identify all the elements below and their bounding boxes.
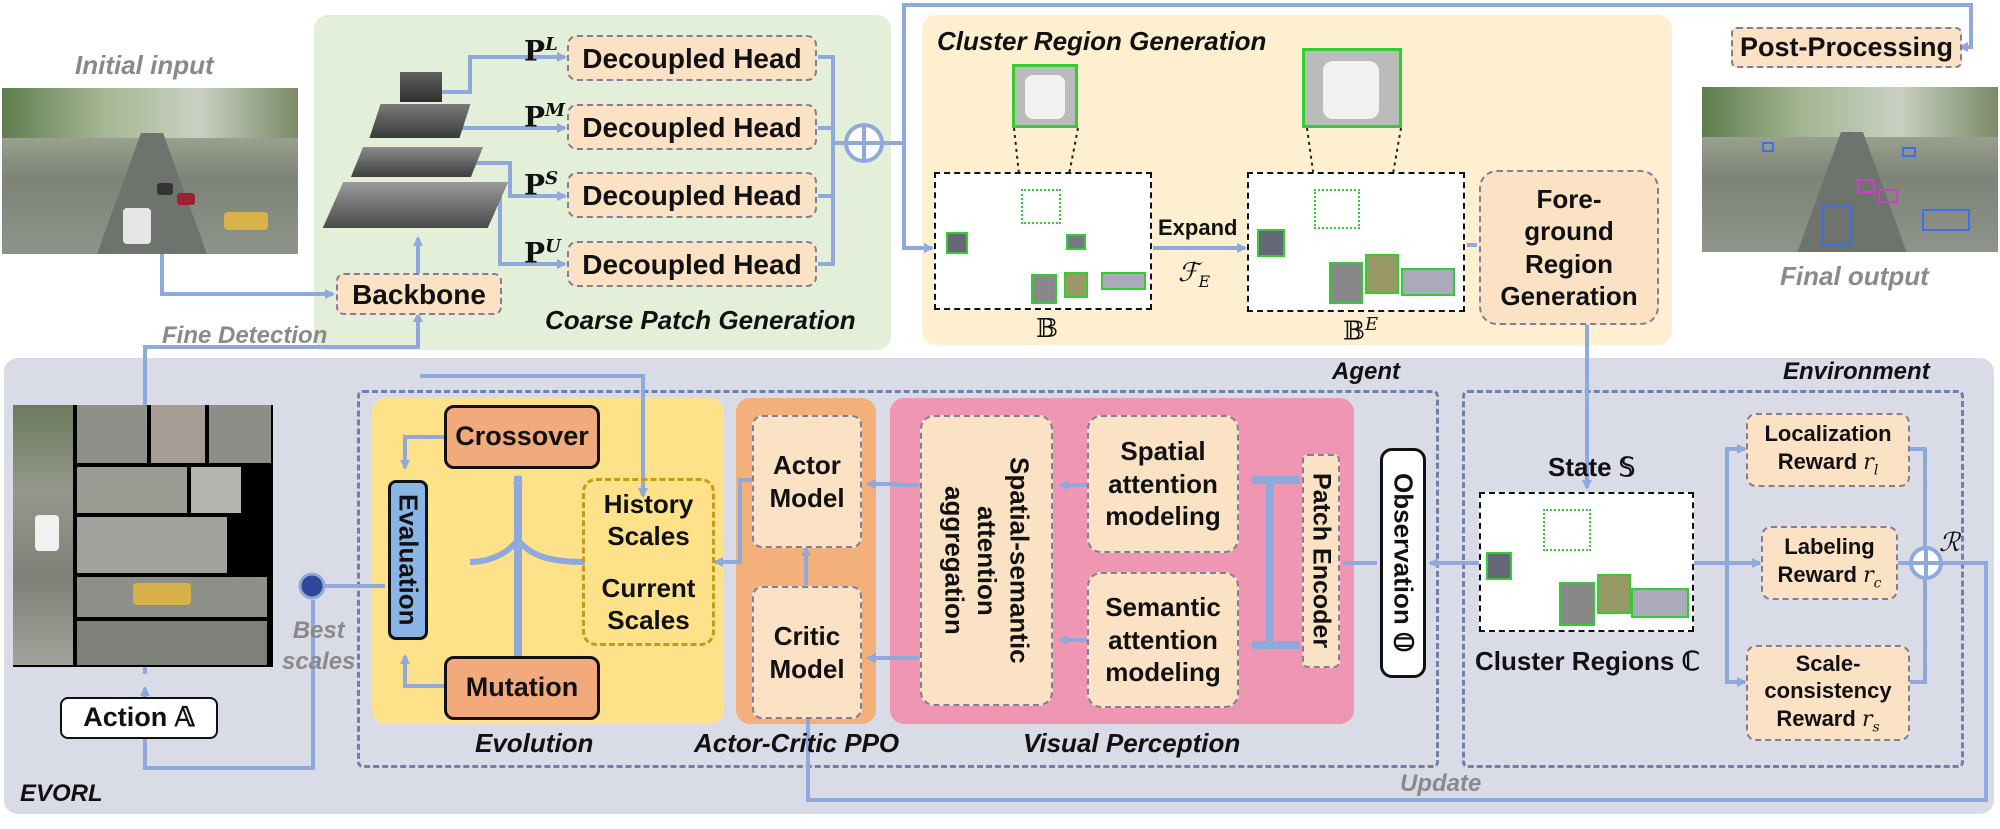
mutation-box: Mutation — [444, 656, 600, 720]
cluster-b-map — [934, 172, 1152, 310]
scale-consistency-reward-box: Scale- consistency Reward rs — [1746, 645, 1910, 741]
aggregation-box: Spatial-semantic attention aggregation — [920, 415, 1053, 706]
decoupled-head-s: Decoupled Head — [567, 172, 817, 218]
update-label: Update — [1400, 770, 1482, 797]
evorl-label: EVORL — [20, 780, 103, 807]
cluster-be-symbol: 𝔹E — [1343, 314, 1379, 347]
post-processing-box: Post-Processing — [1731, 27, 1962, 68]
evaluation-box: Evaluation — [388, 480, 428, 640]
agent-label: Agent — [1332, 358, 1400, 385]
patch-encoder-box: Patch Encoder — [1302, 454, 1340, 668]
labeling-reward-box: Labeling Reward rc — [1761, 526, 1898, 600]
agent-frame — [357, 390, 1439, 768]
foreground-region-box: Fore- ground Region Generation — [1479, 170, 1659, 325]
fine-detection-label: Fine Detection — [162, 322, 328, 349]
coarse-patch-title: Coarse Patch Generation — [545, 305, 856, 335]
actor-model-box: Actor Model — [752, 415, 862, 548]
action-box: Action 𝔸 — [60, 697, 218, 739]
crossover-box: Crossover — [444, 405, 600, 469]
pyramid-label-u: PU — [524, 236, 561, 270]
patch-mosaic-image — [13, 405, 273, 667]
spatial-attention-box: Spatial attention modeling — [1087, 415, 1239, 553]
environment-frame — [1462, 390, 1964, 768]
semantic-attention-box: Semantic attention modeling — [1087, 572, 1239, 708]
visual-perception-title: Visual Perception — [1023, 728, 1241, 758]
observation-box: Observation 𝕆 — [1380, 448, 1426, 678]
scales-box — [582, 478, 715, 646]
localization-reward-box: Localization Reward rl — [1746, 413, 1910, 487]
reward-plus-icon — [1909, 546, 1943, 580]
initial-input-label: Initial input — [75, 50, 214, 80]
feature-pyramid — [315, 62, 515, 242]
cluster-region-title: Cluster Region Generation — [937, 26, 1267, 56]
cluster-regions-label: Cluster Regions ℂ — [1475, 646, 1700, 676]
critic-model-box: Critic Model — [752, 586, 862, 719]
expand-operator: ℱE — [1178, 258, 1211, 292]
initial-input-image — [2, 88, 298, 254]
expand-label: Expand — [1158, 215, 1238, 240]
final-output-label: Final output — [1780, 261, 1929, 291]
evolution-title: Evolution — [475, 728, 594, 758]
expanded-zoom-patch — [1302, 48, 1402, 128]
decoupled-head-l: Decoupled Head — [567, 35, 817, 81]
backbone-box: Backbone — [336, 273, 502, 315]
best-scales-node — [298, 572, 326, 600]
current-scales-label: Current Scales — [601, 572, 696, 636]
decoupled-head-m: Decoupled Head — [567, 104, 817, 150]
ppo-title: Actor-Critic PPO — [694, 728, 900, 758]
cluster-regions-map — [1479, 492, 1694, 632]
cluster-be-map — [1247, 172, 1465, 312]
history-scales-label: History Scales — [603, 488, 694, 552]
pyramid-label-m: PM — [524, 100, 565, 134]
pyramid-label-s: PS — [524, 168, 559, 202]
cluster-zoom-patch — [1012, 64, 1078, 128]
best-scales-label: Best scales — [282, 617, 356, 676]
cluster-b-symbol: 𝔹 — [1036, 314, 1058, 344]
final-output-image — [1702, 87, 1998, 252]
environment-label: Environment — [1783, 358, 1930, 385]
decoupled-head-u: Decoupled Head — [567, 241, 817, 287]
merge-plus-icon — [844, 123, 884, 163]
reward-sum-symbol: ℛ — [1939, 528, 1960, 558]
state-label: State 𝕊 — [1548, 452, 1636, 482]
pyramid-label-l: PL — [524, 34, 558, 68]
